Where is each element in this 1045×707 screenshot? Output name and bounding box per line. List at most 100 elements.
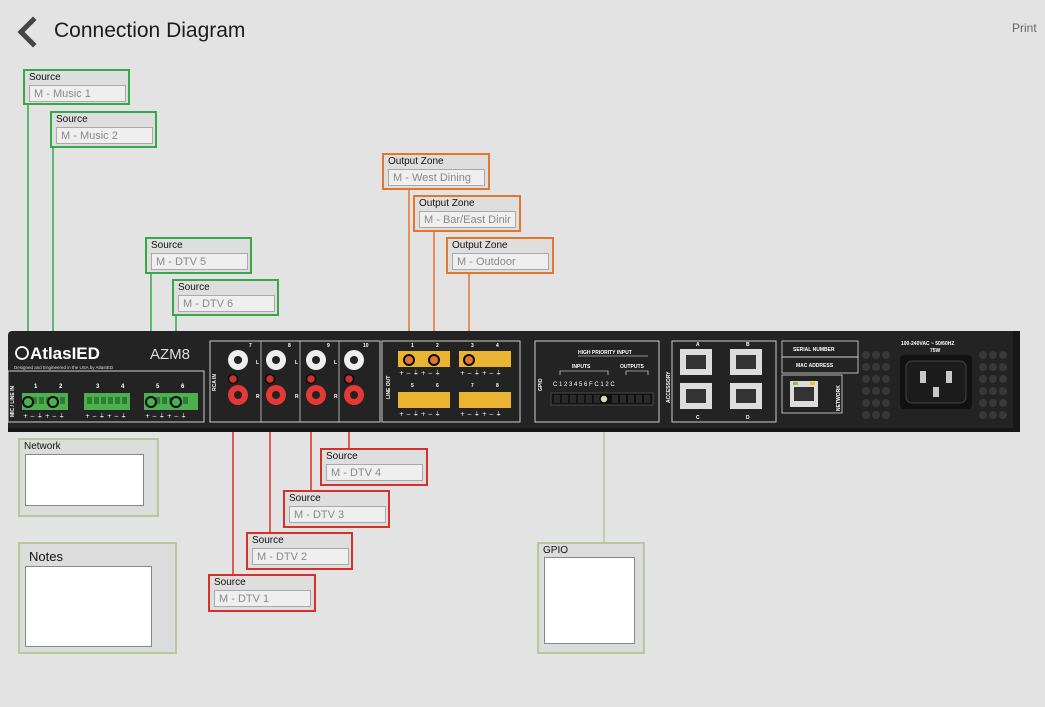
gpio-textarea[interactable] [544, 557, 635, 644]
svg-text:RCA IN: RCA IN [212, 374, 218, 391]
svg-text:4: 4 [496, 343, 499, 349]
svg-text:L: L [256, 360, 259, 366]
source-box-music-2: Source [50, 111, 157, 148]
source-input-dtv-4[interactable] [326, 464, 423, 481]
notes-panel-label: Notes [29, 549, 63, 564]
chevron-left-icon [17, 16, 37, 48]
gpio-panel-label: GPIO [543, 545, 569, 556]
svg-text:L: L [295, 360, 298, 366]
svg-text:3: 3 [96, 384, 100, 390]
source-input-dtv-3[interactable] [289, 506, 386, 523]
source-label: Source [178, 282, 210, 293]
back-button[interactable] [14, 16, 42, 48]
svg-text:LINE OUT: LINE OUT [386, 376, 392, 399]
source-label: Source [252, 535, 284, 546]
source-label: Source [289, 493, 321, 504]
svg-text:A: A [696, 342, 700, 348]
svg-text:+ − ⏚ + − ⏚: + − ⏚ + − ⏚ [23, 413, 65, 420]
source-input-dtv-1[interactable] [214, 590, 311, 607]
output-zone-box-outdoor: Output Zone [446, 237, 554, 274]
svg-text:R: R [334, 394, 338, 400]
svg-text:GPIO: GPIO [538, 378, 544, 391]
output-zone-box-bar-east-dining: Output Zone [413, 195, 521, 232]
svg-text:100-240VAC ~ 50/60HZ: 100-240VAC ~ 50/60HZ [901, 341, 954, 347]
svg-text:B: B [746, 342, 750, 348]
svg-text:+ − ⏚ + − ⏚: + − ⏚ + − ⏚ [460, 411, 502, 418]
source-label: Source [326, 451, 358, 462]
svg-text:INPUTS: INPUTS [572, 364, 591, 370]
svg-text:5: 5 [411, 383, 414, 389]
svg-text:6: 6 [436, 383, 439, 389]
svg-text:10: 10 [363, 343, 369, 349]
network-panel: Network [18, 438, 159, 517]
svg-text:9: 9 [327, 343, 330, 349]
model-name: AZM8 [150, 346, 190, 363]
svg-text:+ − ⏚ + − ⏚: + − ⏚ + − ⏚ [85, 413, 127, 420]
source-box-dtv-6: Source [172, 279, 279, 316]
svg-text:+ − ⏚ + − ⏚: + − ⏚ + − ⏚ [399, 411, 441, 418]
svg-text:7: 7 [471, 383, 474, 389]
output-zone-input-bar-east-dining[interactable] [419, 211, 516, 228]
source-box-dtv-2: Source [246, 532, 353, 570]
source-box-music-1: Source [23, 69, 130, 105]
svg-text:+ − ⏚ + − ⏚: + − ⏚ + − ⏚ [460, 370, 502, 377]
svg-text:NETWORK: NETWORK [836, 385, 842, 411]
source-input-music-1[interactable] [29, 85, 126, 102]
svg-text:HIGH PRIORITY INPUT: HIGH PRIORITY INPUT [578, 350, 632, 356]
svg-text:OUTPUTS: OUTPUTS [620, 364, 645, 370]
svg-text:SERIAL NUMBER: SERIAL NUMBER [793, 347, 835, 353]
svg-text:D: D [746, 415, 750, 421]
svg-text:2: 2 [436, 343, 439, 349]
page-title: Connection Diagram [54, 19, 246, 42]
source-label: Source [29, 72, 61, 83]
svg-text:AtlasIED: AtlasIED [30, 344, 100, 363]
print-link[interactable]: Print [1012, 21, 1037, 35]
svg-text:75W: 75W [930, 348, 941, 354]
svg-text:8: 8 [496, 383, 499, 389]
svg-text:8: 8 [288, 343, 291, 349]
atlasied-logo: AtlasIED [15, 344, 100, 363]
svg-text:R: R [256, 394, 260, 400]
svg-text:MIC / LINE IN: MIC / LINE IN [10, 386, 16, 418]
svg-text:6: 6 [181, 384, 185, 390]
azm8-rear-panel: AtlasIED Designed and Engineered in the … [8, 331, 1020, 432]
svg-text:R: R [295, 394, 299, 400]
gpio-panel: GPIO [537, 542, 645, 654]
svg-text:5: 5 [156, 384, 160, 390]
output-zone-label: Output Zone [388, 156, 444, 167]
network-textarea[interactable] [25, 454, 144, 506]
output-zone-box-west-dining: Output Zone [382, 153, 490, 190]
svg-text:C: C [696, 415, 700, 421]
notes-textarea[interactable] [25, 566, 152, 647]
source-box-dtv-4: Source [320, 448, 428, 486]
source-box-dtv-5: Source [145, 237, 252, 274]
source-input-dtv-2[interactable] [252, 548, 349, 565]
network-panel-label: Network [24, 441, 61, 452]
svg-text:7: 7 [249, 343, 252, 349]
source-input-music-2[interactable] [56, 127, 153, 144]
svg-text:Designed and Engineered in the: Designed and Engineered in the USA by At… [14, 365, 114, 370]
source-label: Source [151, 240, 183, 251]
source-label: Source [56, 114, 88, 125]
svg-text:+ − ⏚ + − ⏚: + − ⏚ + − ⏚ [399, 370, 441, 377]
output-zone-input-west-dining[interactable] [388, 169, 485, 186]
svg-text:C 1 2 3 4 5 6 F C 1 2 C: C 1 2 3 4 5 6 F C 1 2 C [553, 382, 615, 388]
svg-text:1: 1 [411, 343, 414, 349]
svg-text:+ − ⏚ + − ⏚: + − ⏚ + − ⏚ [145, 413, 187, 420]
source-box-dtv-3: Source [283, 490, 390, 528]
svg-text:3: 3 [471, 343, 474, 349]
output-zone-label: Output Zone [419, 198, 475, 209]
notes-panel: Notes [18, 542, 177, 654]
source-box-dtv-1: Source [208, 574, 316, 612]
source-input-dtv-5[interactable] [151, 253, 248, 270]
source-label: Source [214, 577, 246, 588]
svg-text:L: L [334, 360, 337, 366]
svg-text:MAC ADDRESS: MAC ADDRESS [796, 363, 834, 369]
svg-text:1: 1 [34, 384, 38, 390]
output-zone-input-outdoor[interactable] [452, 253, 549, 270]
source-input-dtv-6[interactable] [178, 295, 275, 312]
svg-text:2: 2 [59, 384, 63, 390]
output-zone-label: Output Zone [452, 240, 508, 251]
svg-text:4: 4 [121, 384, 125, 390]
svg-text:ACCESSORY: ACCESSORY [666, 371, 672, 403]
